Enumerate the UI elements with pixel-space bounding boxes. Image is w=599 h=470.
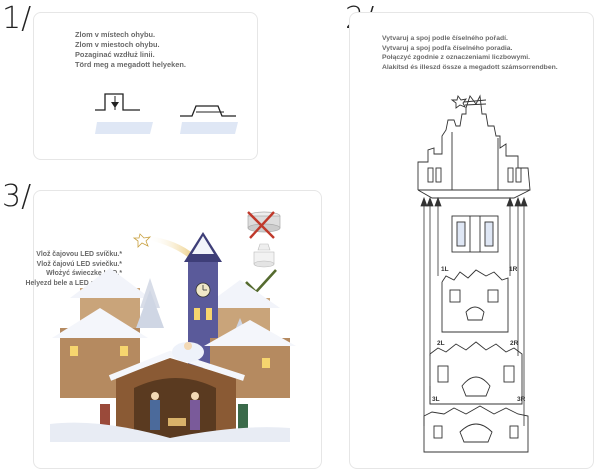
assembly-diagram xyxy=(417,94,531,453)
step-3-line-hu: Helyezd bele a LED gyertyát.* xyxy=(25,279,122,287)
step-3-line-sk: Vlož čajovú LED sviečku.* xyxy=(36,260,122,268)
star-topper-icon xyxy=(450,94,468,109)
part-label-2r: 2R xyxy=(510,340,519,347)
part-label-1l: 1L xyxy=(441,266,449,273)
step-2-line-hu: Alakítsd és illeszd össze a megadott szá… xyxy=(382,63,558,71)
step-2-panel xyxy=(349,12,594,469)
candle-icons xyxy=(245,211,281,294)
step-1-line-hu: Törd meg a megadott helyeken. xyxy=(75,60,186,69)
part-label-3r: 3R xyxy=(517,396,526,403)
step-1-panel xyxy=(33,12,258,160)
step-1-line-cz: Zlom v místech ohybu. xyxy=(75,30,156,39)
step-2-instructions: Vytvaruj a spoj podle číselného pořadí. … xyxy=(382,34,558,72)
step-1-number: 1/ xyxy=(2,1,32,36)
step-3-instructions: Vlož čajovou LED svíčku.* Vlož čajovú LE… xyxy=(14,250,122,288)
fold-valley-icon xyxy=(95,93,153,134)
step-2-line-pl: Połączyć zgodnie z oznaczeniami liczbowy… xyxy=(382,54,531,61)
cross-mark-icon xyxy=(247,211,275,239)
step-3-line-pl: Włożyć świeczkę LED.* xyxy=(46,270,122,277)
step-3-number: 3/ xyxy=(2,179,32,214)
nativity-scene-illustration xyxy=(50,232,296,442)
step-2-line-sk: Vytvaruj a spoj podľa číselného poradia. xyxy=(382,44,513,52)
part-label-2l: 2L xyxy=(437,340,445,347)
step-1-line-sk: Zlom v miestoch ohybu. xyxy=(75,40,160,49)
part-label-1r: 1R xyxy=(509,266,518,273)
step-3-line-cz: Vlož čajovou LED svíčku.* xyxy=(36,251,122,258)
fold-mountain-icon xyxy=(180,105,238,134)
led-candle-icon xyxy=(253,243,275,268)
step-1-line-pl: Pozaginać wzdłuż linii. xyxy=(75,50,155,59)
part-label-3l: 3L xyxy=(432,396,440,403)
comet-star-icon xyxy=(132,233,152,248)
step-1-instructions: Zlom v místech ohybu. Zlom v miestoch oh… xyxy=(75,30,186,70)
step-2-line-cz: Vytvaruj a spoj podle číselného pořadí. xyxy=(382,35,508,42)
